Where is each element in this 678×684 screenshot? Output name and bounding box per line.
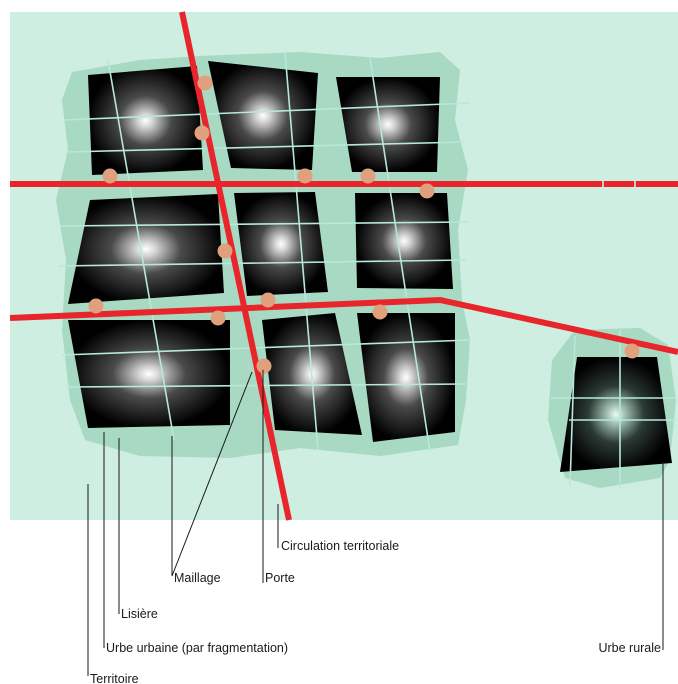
- label-circulation-territoriale: Circulation territoriale: [281, 539, 399, 553]
- urban-block: [68, 320, 230, 428]
- urban-block: [88, 66, 203, 175]
- label-lisiere: Lisière: [121, 607, 158, 621]
- urban-block: [68, 194, 224, 304]
- label-urbe-urbaine: Urbe urbaine (par fragmentation): [106, 641, 288, 655]
- label-urbe-rurale: Urbe rurale: [598, 641, 661, 655]
- road-diagonal: [179, 11, 292, 521]
- territorial-roads: [9, 11, 678, 521]
- urban-block: [336, 77, 440, 172]
- gate-dot: [217, 243, 233, 259]
- gate-dot: [297, 168, 313, 184]
- mesh-grid: [57, 51, 676, 488]
- urban-block: [357, 313, 455, 442]
- gate-dot: [88, 298, 104, 314]
- gate-dot: [624, 343, 640, 359]
- label-porte: Porte: [265, 571, 295, 585]
- urban-blocks: [68, 61, 672, 472]
- rural-block: [560, 357, 672, 472]
- gate-dot: [210, 310, 226, 326]
- urban-block: [355, 193, 453, 289]
- gate-dot: [194, 125, 210, 141]
- urban-block: [234, 192, 328, 296]
- gate-dot: [260, 292, 276, 308]
- gate-dot: [102, 168, 118, 184]
- gate-dot: [372, 304, 388, 320]
- road-horizontal-middle: [9, 296, 678, 355]
- gate-dot: [419, 183, 435, 199]
- urban-block: [208, 61, 318, 170]
- gate-dot: [197, 75, 213, 91]
- gate-dot: [256, 358, 272, 374]
- gate-dot: [360, 168, 376, 184]
- gates: [88, 75, 640, 374]
- label-territoire: Territoire: [90, 672, 139, 684]
- leader-lines: [87, 370, 664, 676]
- label-maillage: Maillage: [174, 571, 221, 585]
